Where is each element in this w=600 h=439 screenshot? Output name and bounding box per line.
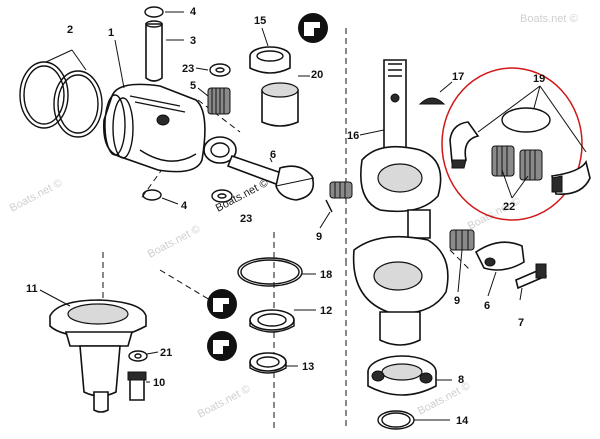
- o-ring: [237, 257, 316, 287]
- highlight-circle: [441, 67, 583, 221]
- callout-20: 20: [311, 69, 323, 81]
- lower-retaining-ring: [377, 410, 450, 430]
- callout-4: 4: [190, 6, 197, 18]
- retaining-ring: [501, 107, 551, 133]
- watermark: Boats.net ©: [8, 177, 65, 215]
- connecting-rod: [203, 136, 315, 201]
- callout-22: 22: [503, 201, 515, 213]
- rod-cap-bolt: [515, 263, 547, 301]
- bearing-cage-right-half: [551, 159, 591, 195]
- callout-7: 7: [518, 317, 524, 329]
- callout-leaders-19-22: [477, 85, 587, 199]
- callout-23: 23: [240, 213, 252, 225]
- watermark: Boats.net ©: [214, 177, 271, 215]
- callout-15: 15: [254, 15, 266, 27]
- callout-labels: 1 2 3 4 4 5 6 6 7 8 9 9 10 11 12 13 14 1…: [26, 6, 545, 427]
- watermark: Boats.net ©: [520, 13, 578, 25]
- rod-bearing-upper: [319, 181, 353, 229]
- thrust-washer-top: [195, 63, 231, 77]
- seal-lip-icon-top: [298, 13, 328, 43]
- lower-seal-12: [249, 309, 316, 333]
- piston-rings: [19, 49, 103, 138]
- callout-6: 6: [484, 300, 490, 312]
- lower-ball-bearing: [367, 355, 452, 396]
- callout-1: 1: [108, 27, 114, 39]
- upper-seal: [249, 27, 291, 74]
- rod-cap: [474, 241, 525, 297]
- wrist-pin-clip-top: [144, 6, 184, 18]
- rod-bearing-lower: [449, 229, 475, 293]
- callout-9: 9: [454, 295, 460, 307]
- head-washer: [128, 350, 159, 362]
- callout-2: 2: [67, 24, 73, 36]
- callout-12: 12: [320, 305, 332, 317]
- needle-bearing-small-end: [197, 87, 231, 115]
- callout-9: 9: [316, 231, 322, 243]
- wrist-pin-clip-bottom: [142, 189, 179, 205]
- lower-seal-13: [249, 352, 298, 374]
- callout-6: 6: [270, 149, 276, 161]
- callout-21: 21: [160, 347, 172, 359]
- callout-13: 13: [302, 361, 314, 373]
- bearing-needles-right: [519, 149, 543, 181]
- piston: [102, 39, 206, 173]
- bearing-cage-left-half: [449, 121, 480, 169]
- callout-5: 5: [190, 80, 196, 92]
- seal-lip-icon-middle: [207, 289, 237, 319]
- callout-11: 11: [26, 283, 38, 295]
- watermark: Boats.net ©: [196, 383, 253, 421]
- callout-16: 16: [347, 130, 359, 142]
- callout-18: 18: [320, 269, 332, 281]
- callout-8: 8: [458, 374, 464, 386]
- callout-19: 19: [533, 73, 545, 85]
- callout-14: 14: [456, 415, 469, 427]
- lower-crankcase-head: [39, 289, 147, 413]
- callout-4: 4: [181, 200, 188, 212]
- assembly-guide-lines: [102, 28, 471, 430]
- woodruff-key: [418, 81, 453, 105]
- upper-main-bearing: [261, 75, 310, 127]
- callout-17: 17: [452, 71, 464, 83]
- head-bolt: [127, 371, 150, 401]
- callout-3: 3: [190, 35, 196, 47]
- callout-10: 10: [153, 377, 165, 389]
- seal-lip-icon-bottom: [207, 331, 237, 361]
- thrust-washer-bottom: [211, 189, 233, 203]
- watermark: Boats.net ©: [146, 223, 203, 261]
- callout-23: 23: [182, 63, 194, 75]
- crankshaft: [352, 59, 449, 346]
- wrist-pin: [145, 20, 184, 82]
